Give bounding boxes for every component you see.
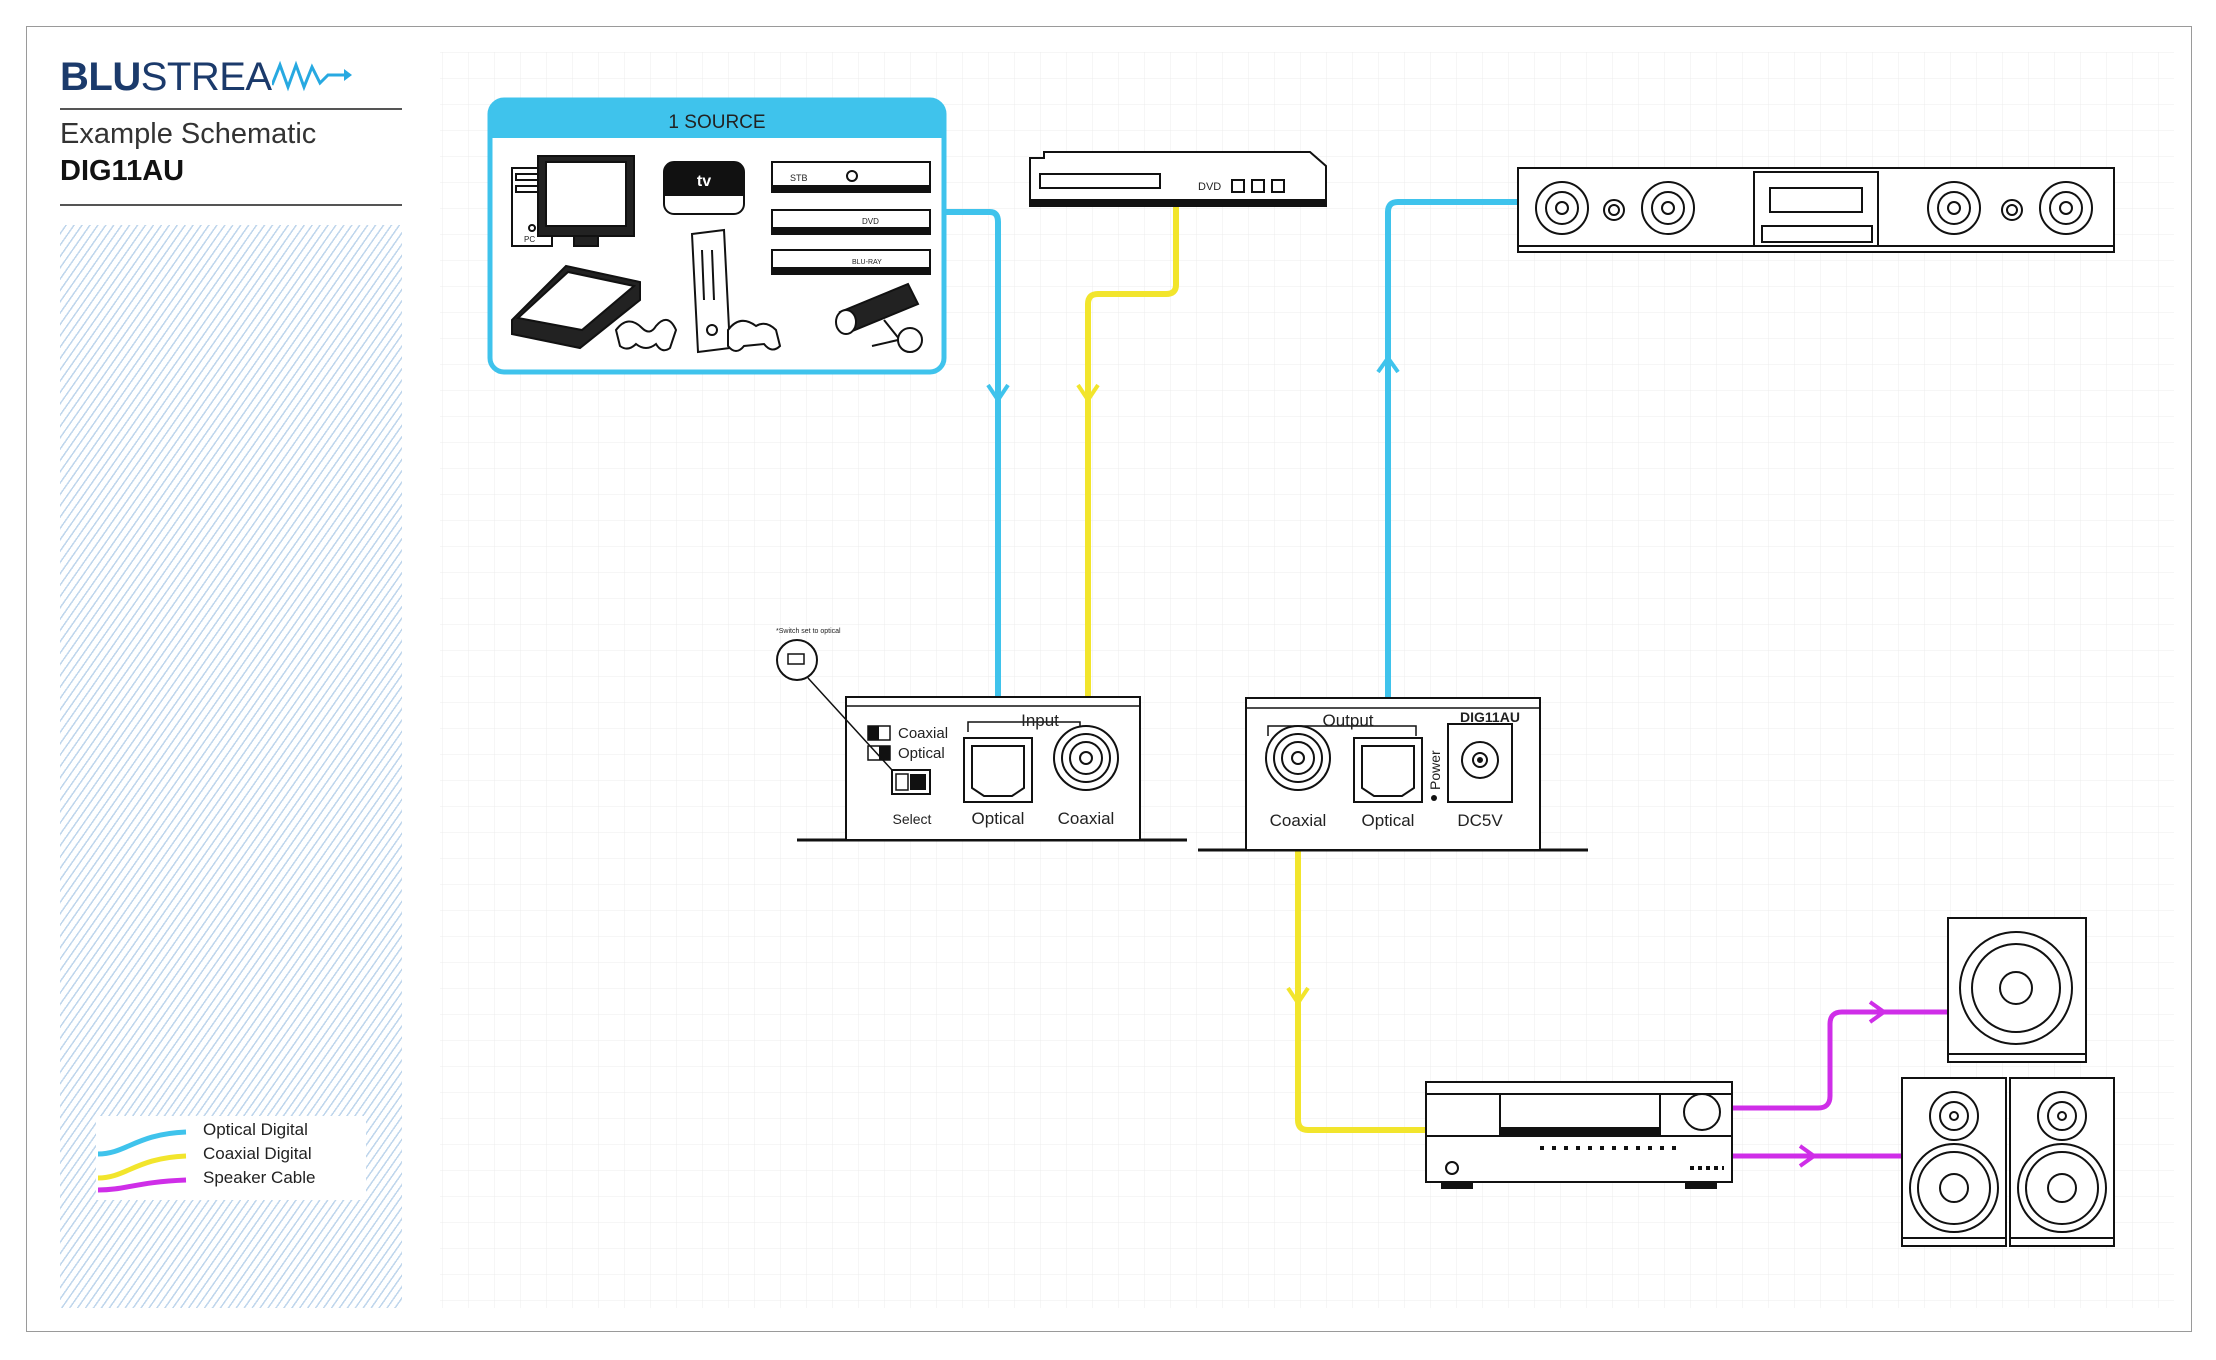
playstation-icon [511,264,678,352]
input-optical-label: Optical [972,809,1025,828]
switch-legend-optical: Optical [898,745,945,762]
brand-logo: BLUSTREAM [60,52,352,102]
cable-speaker-to-subwoofer [1733,1009,1950,1111]
dc-power-port [1447,723,1513,803]
av-receiver [1425,1081,1733,1189]
stb-label: STB [790,173,808,183]
arrow-coaxial-down-icon [1076,383,1100,404]
xbox-icon [690,228,782,354]
bookshelf-speaker-right [2009,1077,2115,1247]
arrow-coaxial-down-icon-2 [1286,986,1310,1007]
legend-swatch-speaker [97,1177,187,1193]
source-dvd-label: DVD [862,217,879,226]
output-coaxial-port [1265,725,1331,791]
brand-wave-icon [271,60,352,92]
pc-icon: PC [511,155,635,247]
header-rule-bottom [60,204,402,206]
legend-swatch-coaxial [97,1153,187,1181]
apple-tv-icon: tv [663,161,745,215]
power-label: Power [1427,750,1443,790]
page-frame [26,26,2192,1332]
input-coaxial-label: Coaxial [1058,809,1115,828]
pc-label: PC [524,235,535,244]
switch-callout: *Switch set to optical [776,628,893,771]
output-coaxial-label: Coaxial [1270,811,1327,830]
cable-optical-output-to-soundbar [1385,199,1522,780]
cable-coaxial-output-to-receiver [1295,760,1426,1133]
switch-legend-coaxial: Coaxial [898,725,948,742]
legend-label-optical: Optical Digital [203,1120,308,1139]
source-dvd-icon: DVD [771,209,931,235]
input-coaxial-port [1053,725,1119,791]
legend-swatch-optical [97,1129,187,1157]
stb-icon: STB [771,161,931,193]
bluray-label: BLU-RAY [852,259,882,266]
cctv-camera-icon [835,282,923,353]
dc-port-label: DC5V [1457,811,1503,830]
page-subtitle: Example Schematic [60,118,317,150]
output-unit: DIG11AU Output Coaxial Optical Power DC5… [1198,697,1588,852]
soundbar [1517,167,2115,253]
cable-coaxial-dvd-to-input [1085,200,1179,760]
page-model-title: DIG11AU [60,155,185,187]
apple-tv-label: tv [697,173,711,190]
output-optical-label: Optical [1362,811,1415,830]
legend-label-coaxial: Coaxial Digital [203,1144,312,1163]
legend-label-speaker: Speaker Cable [203,1168,316,1187]
dvd-label: DVD [1198,181,1221,193]
bookshelf-speaker-left [1901,1077,2007,1247]
arrow-speaker-right-icon [1868,1000,1888,1024]
header-rule-top [60,108,402,110]
brand-part-1: BLU [60,54,141,99]
subwoofer [1947,917,2087,1063]
input-unit: Input Coaxial Optical Select Optical Coa… [797,696,1187,842]
dvd-player: DVD [1029,151,1327,207]
arrow-optical-up-icon [1376,354,1400,374]
source-title: 1 SOURCE [668,112,765,133]
cable-legend: Optical Digital Coaxial Digital Speaker … [96,1116,366,1200]
cable-optical-source-to-input [944,209,1001,780]
output-section-label: Output [1322,711,1373,730]
bluray-icon: BLU-RAY [771,249,931,275]
brand-part-2: STREA [140,54,272,99]
output-model-label: DIG11AU [1460,709,1520,725]
select-label: Select [893,811,932,827]
input-section-label: Input [1021,711,1059,730]
switch-note: *Switch set to optical [776,628,841,635]
arrow-optical-down-icon [986,383,1010,404]
arrow-speaker-right-icon-2 [1798,1144,1818,1168]
power-led-icon [1431,795,1437,801]
